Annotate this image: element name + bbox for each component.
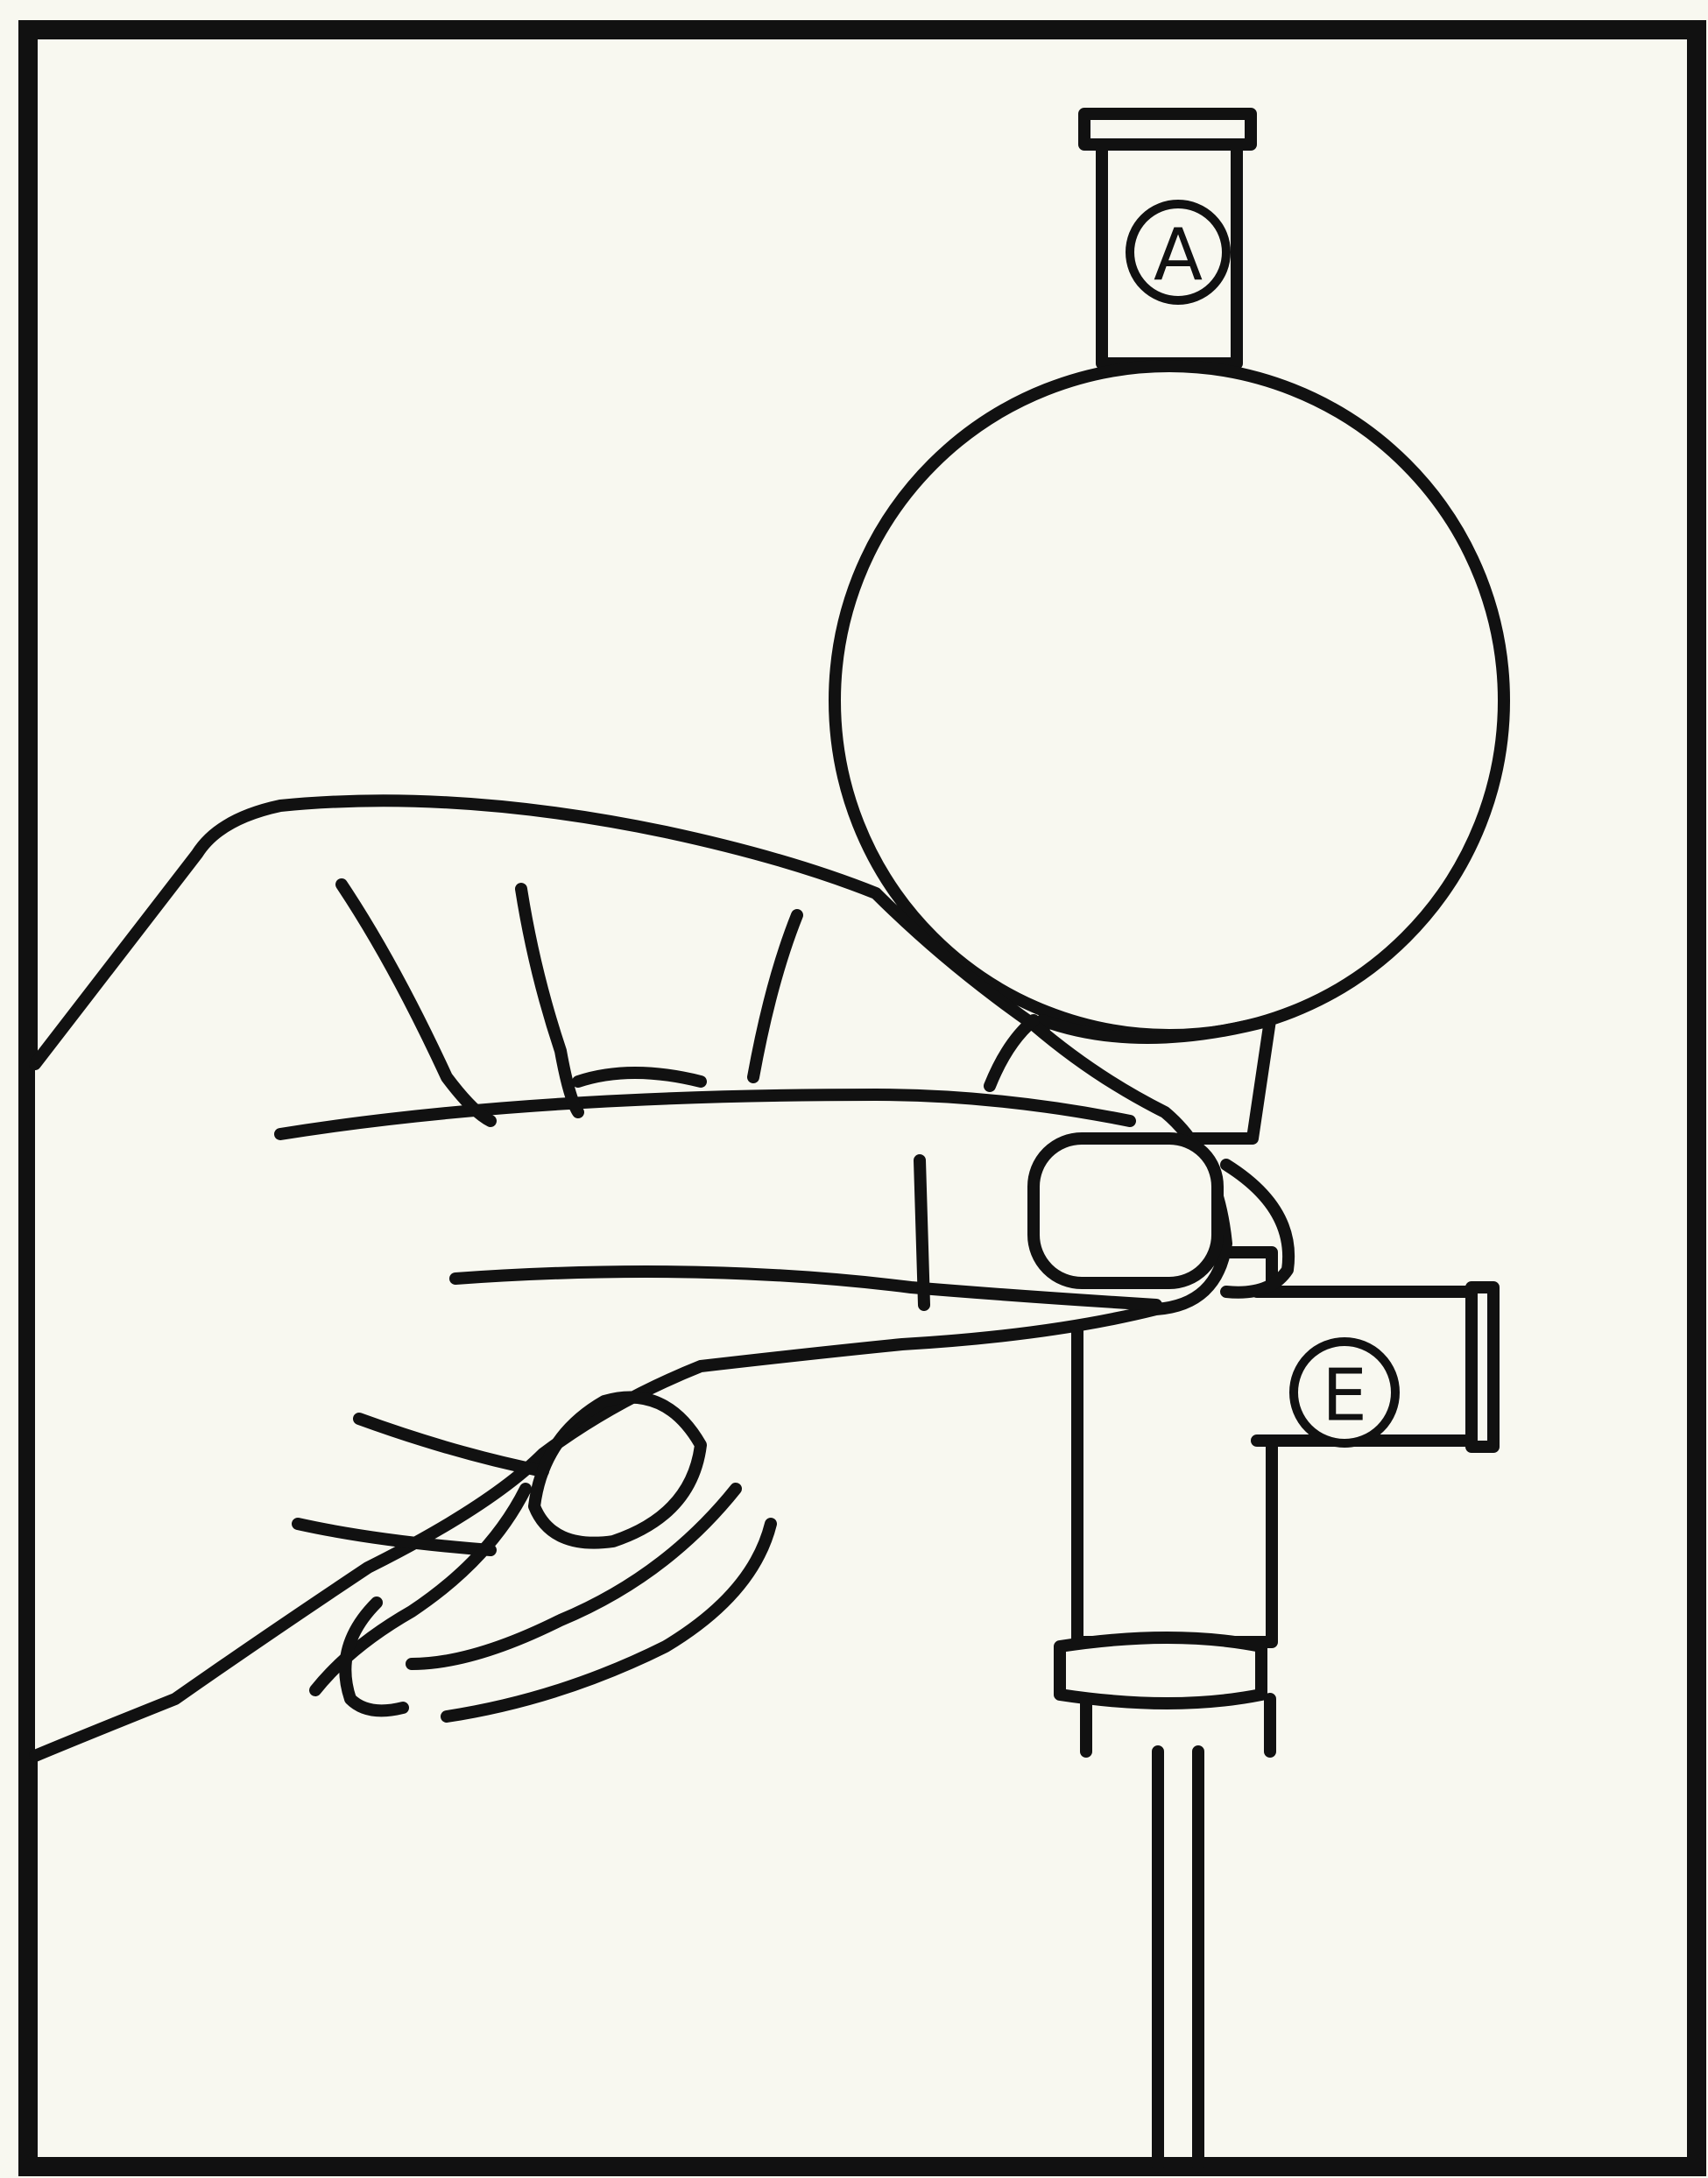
thumb-tip: [1220, 1159, 1295, 1299]
callout-a-label: A: [1154, 215, 1203, 298]
figure-border: [18, 20, 1706, 2176]
knuckle-crease: [914, 1154, 930, 1311]
lower-finger-line-1: [353, 1413, 549, 1477]
curled-finger-3: [441, 1518, 777, 1723]
callout-e: E: [1289, 1337, 1400, 1448]
pinky-knuckle: [339, 1596, 409, 1717]
finger-joint-line: [984, 1014, 1040, 1092]
suction-valve-collar: [1054, 1632, 1267, 1709]
glass-pipette-tube: [1152, 1745, 1204, 2173]
collar-neck: [1080, 1693, 1276, 1758]
knuckle-fold: [572, 1067, 707, 1088]
finger-crease-2: [515, 883, 584, 1118]
lower-finger-line-2: [292, 1518, 497, 1556]
callout-a-circle: [1126, 200, 1231, 305]
finger-crease-3: [747, 909, 803, 1083]
finger-crease-1: [335, 878, 497, 1127]
callout-e-label: E: [1322, 1355, 1367, 1438]
rubber-bulb: [829, 360, 1510, 1041]
exhaust-tube-rim: [1465, 1281, 1500, 1453]
callout-e-circle: [1289, 1337, 1400, 1448]
curled-finger-2: [406, 1483, 742, 1670]
index-finger-lower-edge: [274, 1089, 1136, 1140]
top-valve-cap: [1078, 108, 1257, 151]
hand-outline: [29, 794, 1232, 1762]
curled-finger-tip: [528, 1391, 707, 1549]
callout-a: A: [1126, 200, 1231, 305]
fingertip-on-valve: [1027, 1132, 1224, 1289]
thumb-upper-edge: [449, 1265, 1162, 1311]
